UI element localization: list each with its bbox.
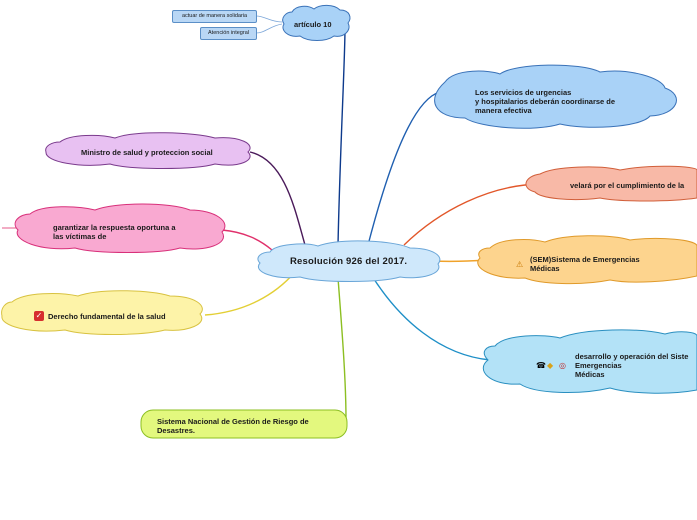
nodes [1,4,697,439]
connector-articulo [337,27,346,246]
topic-derecho-label: Derecho fundamental de la salud [48,312,166,321]
connector-servicios [367,91,441,246]
connector-integral [255,23,283,34]
topic-servicios-label: Los servicios de urgencias y hospitalari… [475,88,616,115]
node-center-cloud[interactable] [257,240,441,282]
node-sistema-box[interactable] [140,409,348,439]
connector-desarrollo [371,275,491,361]
topic-garantizar-label: garantizar la respuesta oportuna a las v… [53,223,176,241]
node-desarrollo-cloud[interactable] [482,329,697,394]
connector-sistema [337,277,347,421]
node-derecho-cloud[interactable] [1,290,203,335]
topic-sistema-label: Sistema Nacional de Gestión de Riesgo de… [157,417,309,435]
lifebuoy-icon: ◎ [559,361,566,370]
checkbox-icon: ✓ [34,311,44,321]
connector-garantizar [221,229,273,251]
topic-desarrollo-label: desarrollo y operación del Siste Emergen… [575,352,689,379]
connector-derecho [204,271,296,316]
connector-solidaria [255,15,283,23]
topic-velara-label: velará por el cumplimiento de la [570,181,685,190]
connector-velara [403,183,541,246]
warning-icon: ⚠ [516,260,524,269]
topic-ministro-label: Ministro de salud y proteccion social [81,148,213,157]
center-topic-label: Resolución 926 del 2017. [290,256,408,267]
pill-icon: ◆ [547,361,554,370]
node-velara-cloud[interactable] [525,165,697,202]
subtopic-integral[interactable]: Atención integral [200,27,257,40]
node-garantizar-cloud[interactable] [14,203,226,253]
node-servicios-cloud[interactable] [434,64,677,129]
connector-ministro [249,151,306,246]
topic-sem-label: (SEM)Sistema de Emergencias Médicas [530,255,640,273]
node-ministro-cloud[interactable] [45,132,251,169]
subtopic-solidaria[interactable]: actuar de manera solidaria [172,10,257,23]
topic-articulo-label: artículo 10 [294,20,332,29]
phone-icon: ☎ [536,361,546,370]
node-articulo-cloud[interactable] [282,4,351,41]
node-sem-cloud[interactable] [477,235,697,285]
